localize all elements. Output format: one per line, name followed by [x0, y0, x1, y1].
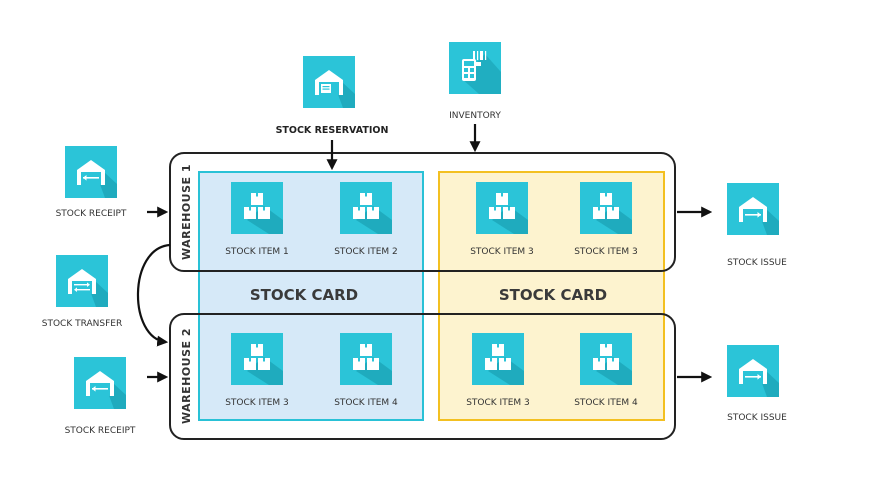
- warehouse-1-label: WAREHOUSE 1: [180, 164, 193, 260]
- stock-item-w2-2: STOCK ITEM 4: [334, 333, 398, 408]
- stock-item-label: STOCK ITEM 3: [574, 247, 638, 257]
- stock-reservation-label: STOCK RESERVATION: [276, 125, 389, 136]
- warehouse-inbound-icon: [74, 357, 126, 409]
- stock-receipt-label: STOCK RECEIPT: [65, 426, 136, 436]
- stock-item-w1-3: STOCK ITEM 3: [470, 182, 534, 257]
- boxes-icon: [580, 182, 632, 234]
- stock-item-w1-2: STOCK ITEM 2: [334, 182, 398, 257]
- arrow-transfer: [136, 243, 171, 347]
- stock-item-label: STOCK ITEM 3: [470, 247, 534, 257]
- stock-item-w2-1: STOCK ITEM 3: [225, 333, 289, 408]
- warehouse-1-box: [169, 152, 676, 272]
- warehouse-outbound-icon: [727, 345, 779, 397]
- stock-reservation-node: STOCK RESERVATION: [276, 56, 389, 136]
- boxes-icon: [580, 333, 632, 385]
- warehouse-2-label: WAREHOUSE 2: [180, 328, 193, 424]
- inventory-node: INVENTORY: [449, 42, 501, 121]
- boxes-icon: [340, 333, 392, 385]
- stock-card-label-1: STOCK CARD: [250, 286, 358, 304]
- stock-item-label: STOCK ITEM 1: [225, 247, 289, 257]
- warehouse-transfer-icon: [56, 255, 108, 307]
- stock-item-label: STOCK ITEM 4: [334, 398, 398, 408]
- stock-issue-node-2: STOCK ISSUE: [727, 345, 787, 423]
- stock-receipt-node-1: STOCK RECEIPT: [56, 146, 127, 219]
- stock-transfer-label: STOCK TRANSFER: [42, 319, 122, 329]
- boxes-icon: [340, 182, 392, 234]
- warehouse-outbound-icon: [727, 183, 779, 235]
- stock-transfer-node: STOCK TRANSFER: [42, 255, 122, 329]
- stock-issue-label: STOCK ISSUE: [727, 258, 787, 268]
- inventory-scanner-icon: [449, 42, 501, 94]
- warehouse-2-box: [169, 313, 676, 440]
- inventory-label: INVENTORY: [449, 111, 501, 121]
- boxes-icon: [231, 333, 283, 385]
- boxes-icon: [231, 182, 283, 234]
- stock-card-label-2: STOCK CARD: [499, 286, 607, 304]
- stock-item-w1-1: STOCK ITEM 1: [225, 182, 289, 257]
- stock-item-label: STOCK ITEM 2: [334, 247, 398, 257]
- boxes-icon: [476, 182, 528, 234]
- stock-issue-label: STOCK ISSUE: [727, 413, 787, 423]
- stock-item-w1-4: STOCK ITEM 3: [574, 182, 638, 257]
- stock-item-w2-4: STOCK ITEM 4: [574, 333, 638, 408]
- stock-receipt-node-2: STOCK RECEIPT: [65, 357, 136, 436]
- stock-item-label: STOCK ITEM 3: [466, 398, 530, 408]
- stock-item-label: STOCK ITEM 4: [574, 398, 638, 408]
- boxes-icon: [472, 333, 524, 385]
- warehouse-inbound-icon: [65, 146, 117, 198]
- stock-item-label: STOCK ITEM 3: [225, 398, 289, 408]
- stock-receipt-label: STOCK RECEIPT: [56, 209, 127, 219]
- stock-item-w2-3: STOCK ITEM 3: [466, 333, 530, 408]
- stock-issue-node-1: STOCK ISSUE: [727, 183, 787, 268]
- warehouse-icon: [303, 56, 355, 108]
